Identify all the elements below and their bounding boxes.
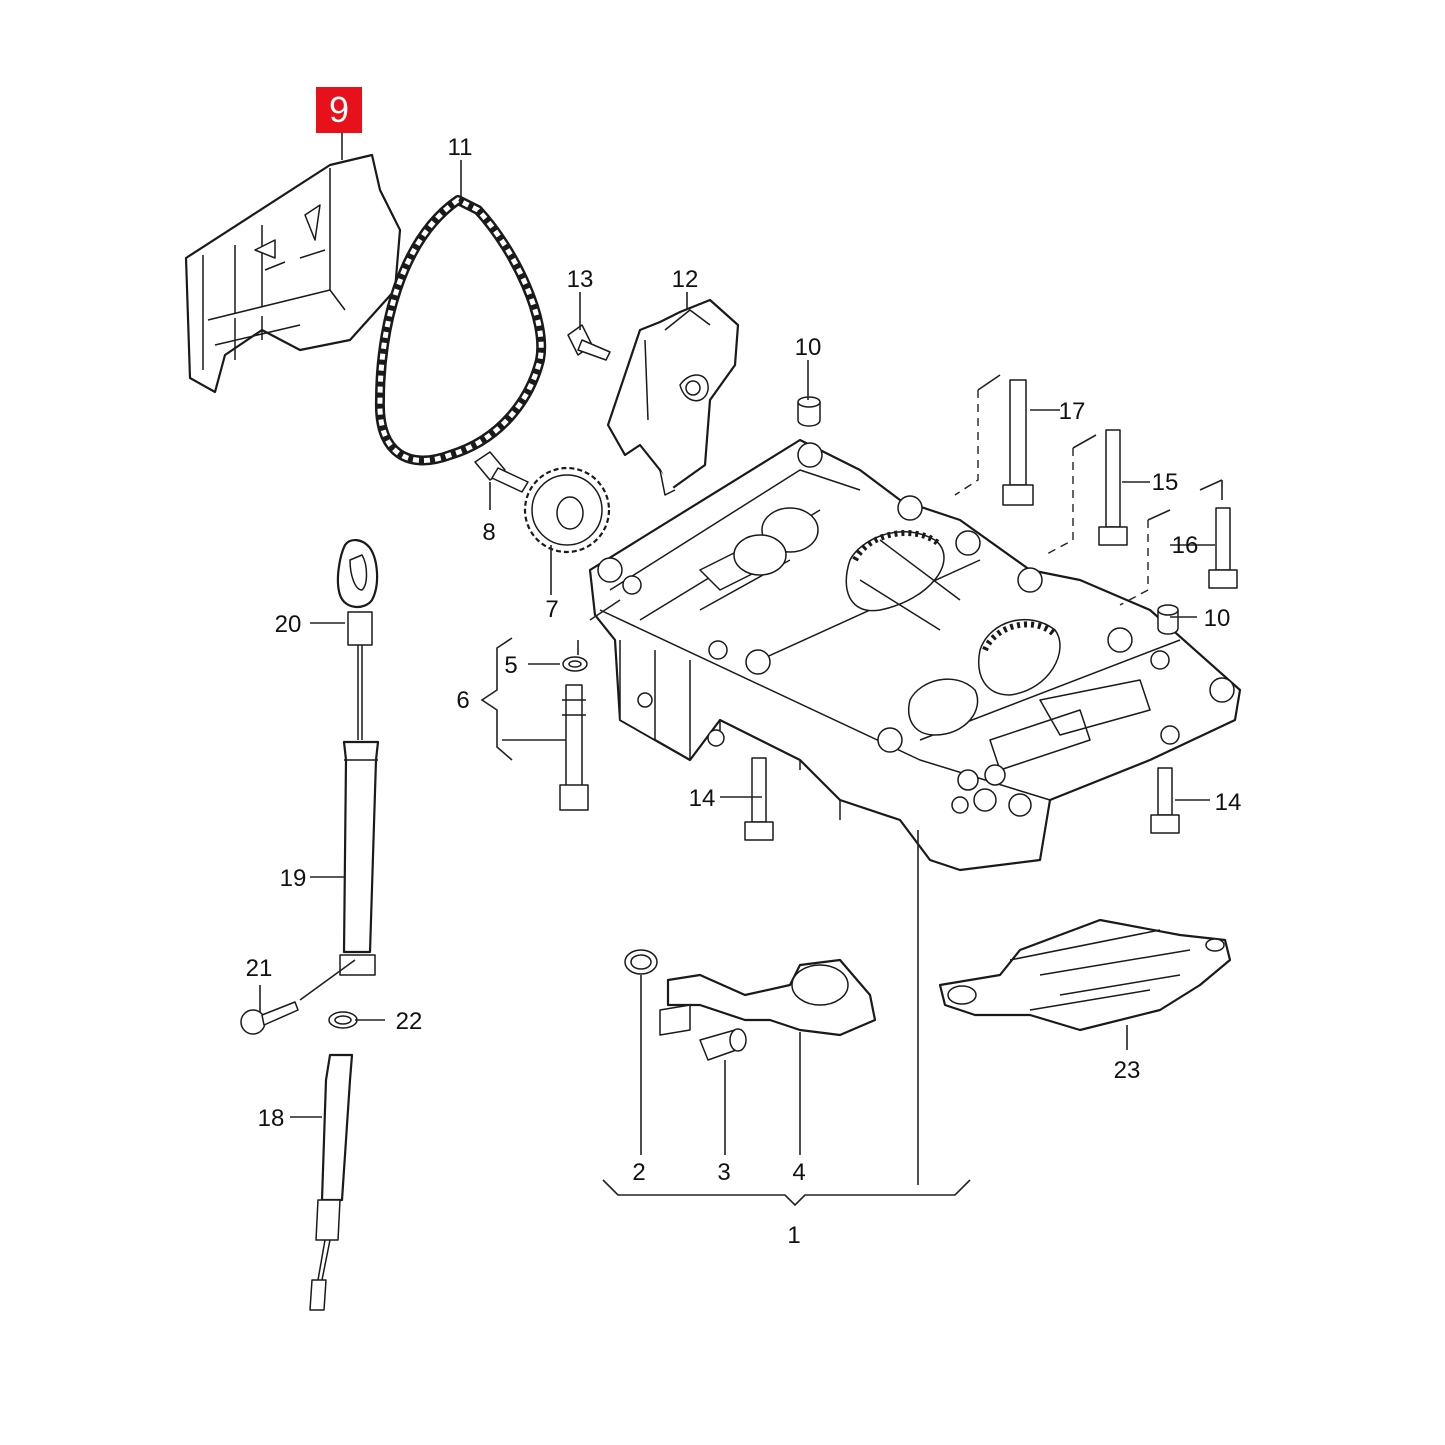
bolt-14-right-illustration	[1150, 767, 1180, 834]
part-label-11[interactable]: 11	[448, 134, 473, 161]
dowel-sleeve-top-illustration	[797, 396, 821, 427]
part-labels: 9 11 13 12 10 17 15 16 10 8 7 5 6 20 14 …	[246, 89, 1242, 1249]
chain-tensioner-illustration	[606, 298, 740, 496]
part-label-10-right[interactable]: 10	[1204, 605, 1231, 632]
seal-ring-2-illustration	[624, 949, 658, 975]
part-label-12[interactable]: 12	[672, 266, 699, 293]
seal-ring-5-illustration	[562, 656, 588, 672]
part-label-14-right[interactable]: 14	[1215, 789, 1242, 816]
connecting-pipe-6-illustration	[559, 684, 589, 811]
part-label-13[interactable]: 13	[567, 266, 594, 293]
part-label-21[interactable]: 21	[246, 955, 273, 982]
dowel-sleeve-right-illustration	[1157, 604, 1179, 635]
bolt-16-illustration	[1208, 507, 1238, 589]
part-label-20[interactable]: 20	[275, 611, 302, 638]
bolt-17-illustration	[1002, 379, 1034, 506]
oil-pump-housing-illustration	[588, 438, 1242, 872]
part-label-19[interactable]: 19	[280, 865, 307, 892]
bolt-14-left-illustration	[744, 757, 774, 841]
leader-lines	[259, 132, 1223, 1207]
bolt-13-illustration	[567, 324, 611, 361]
part-label-17[interactable]: 17	[1059, 398, 1086, 425]
bolt-15-illustration	[1098, 429, 1128, 546]
part-label-16[interactable]: 16	[1172, 532, 1199, 559]
part-label-8[interactable]: 8	[482, 519, 495, 546]
highlight-box-part-9	[316, 87, 362, 133]
part-label-1[interactable]: 1	[787, 1222, 800, 1249]
part-label-23[interactable]: 23	[1114, 1057, 1141, 1084]
part-label-4[interactable]: 4	[792, 1159, 805, 1186]
o-ring-22-illustration	[328, 1011, 358, 1029]
part-label-22[interactable]: 22	[396, 1008, 423, 1035]
part-label-15[interactable]: 15	[1152, 469, 1179, 496]
sprocket-illustration	[523, 466, 611, 554]
part-label-6[interactable]: 6	[456, 687, 469, 714]
bolt-3-illustration	[699, 1028, 747, 1061]
chain-guide-cover-illustration	[184, 153, 402, 394]
part-label-9[interactable]: 9	[329, 89, 349, 130]
part-label-10-top[interactable]: 10	[795, 334, 822, 361]
part-label-14-left[interactable]: 14	[689, 785, 716, 812]
timing-chain-illustration	[374, 195, 547, 466]
bolt-8-illustration	[474, 451, 529, 493]
part-label-5[interactable]: 5	[504, 652, 517, 679]
part-label-7[interactable]: 7	[545, 596, 558, 623]
dipstick-handle-illustration	[336, 539, 379, 740]
part-label-18[interactable]: 18	[258, 1105, 285, 1132]
baffle-plate-illustration	[938, 918, 1232, 1032]
bolt-21-illustration	[240, 1001, 299, 1035]
part-label-3[interactable]: 3	[717, 1159, 730, 1186]
guide-tube-illustration	[339, 740, 380, 976]
part-label-2[interactable]: 2	[632, 1159, 645, 1186]
guide-tube-lower-illustration	[309, 1053, 354, 1311]
oil-pickup-pipe-illustration	[659, 958, 877, 1037]
